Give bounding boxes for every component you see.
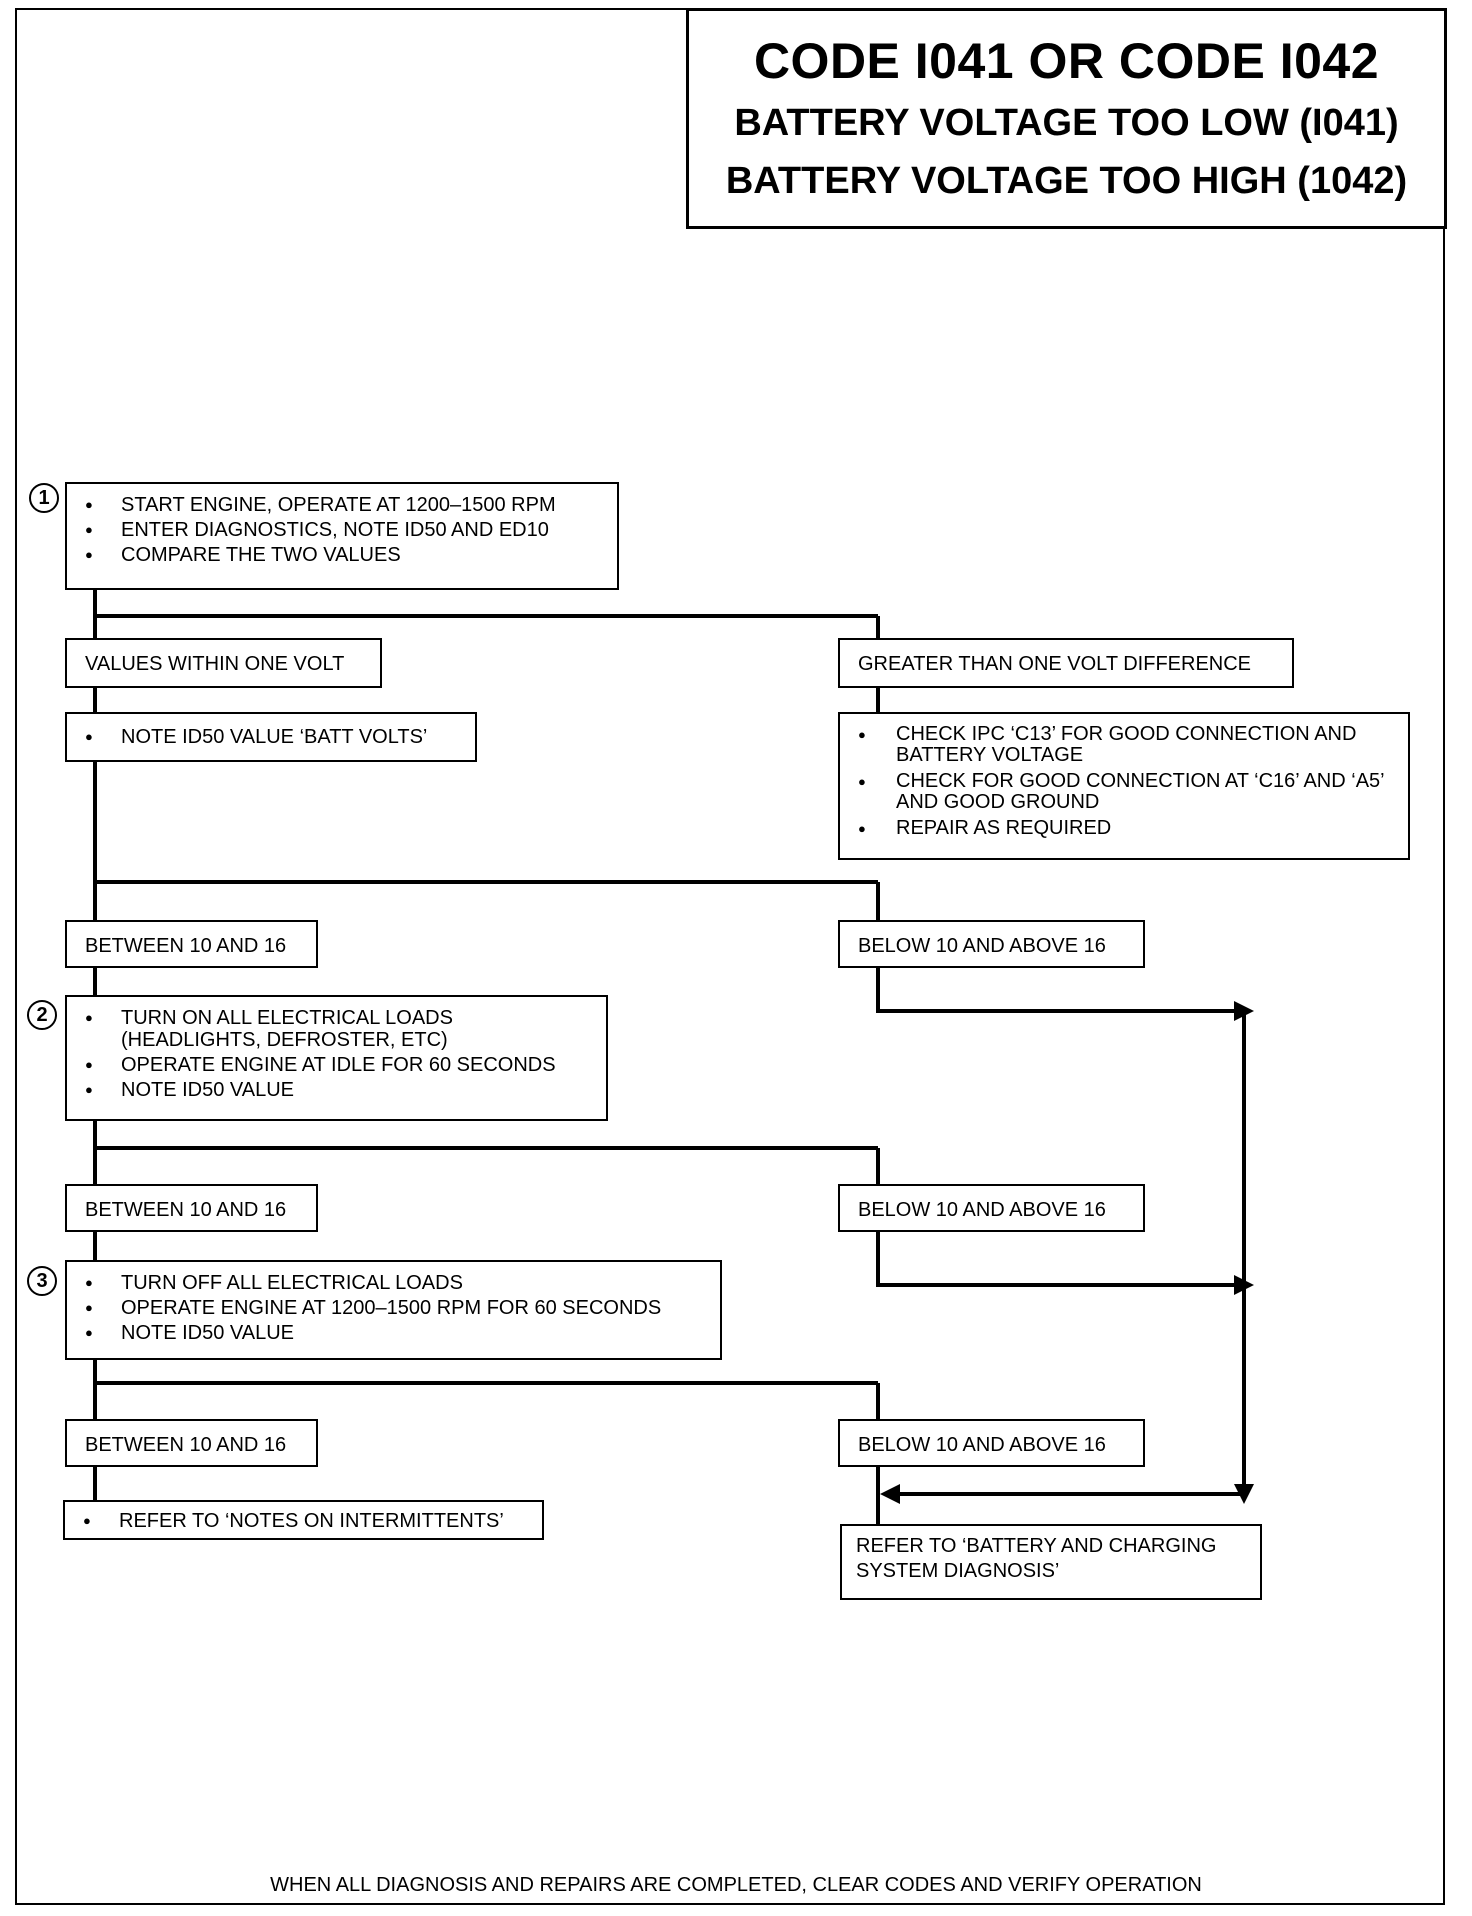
step-2-bullet-1: TURN ON ALL ELECTRICAL LOADS (HEADLIGHTS…: [85, 1007, 541, 1051]
below-10-above-16-label-1: BELOW 10 AND ABOVE 16: [838, 920, 1145, 968]
connector-path-3: [876, 1231, 1240, 1287]
between-10-16-label-3: BETWEEN 10 AND 16: [65, 1419, 318, 1467]
step-1-marker: 1: [29, 483, 59, 513]
refer-intermittents-box: REFER TO ‘NOTES ON INTERMITTENTS’: [63, 1500, 544, 1540]
check-connections-bullet-2: CHECK FOR GOOD CONNECTION AT ‘C16’ AND ‘…: [858, 771, 1396, 813]
note-batt-volts-box: NOTE ID50 VALUE ‘BATT VOLTS’: [65, 712, 477, 762]
refer-intermittents-text: REFER TO ‘NOTES ON INTERMITTENTS’: [83, 1510, 530, 1532]
step-3-marker: 3: [27, 1266, 57, 1296]
step-2-marker: 2: [27, 1000, 57, 1030]
between-10-16-label-2: BETWEEN 10 AND 16: [65, 1184, 318, 1232]
subtitle-high: BATTERY VOLTAGE TOO HIGH (1042): [725, 159, 1408, 202]
step-2-bullet-3: NOTE ID50 VALUE: [85, 1079, 594, 1101]
greater-than-one-volt-label: GREATER THAN ONE VOLT DIFFERENCE: [838, 638, 1294, 688]
step-2-box: TURN ON ALL ELECTRICAL LOADS (HEADLIGHTS…: [65, 995, 608, 1121]
title-block: CODE I041 OR CODE I042 BATTERY VOLTAGE T…: [686, 8, 1447, 229]
check-connections-bullet-3: REPAIR AS REQUIRED: [858, 818, 1396, 840]
arrowhead-return: [880, 1484, 900, 1504]
step-3-bullet-3: NOTE ID50 VALUE: [85, 1322, 708, 1344]
step-2-bullet-2: OPERATE ENGINE AT IDLE FOR 60 SECONDS: [85, 1054, 594, 1076]
step-1-bullet-2: ENTER DIAGNOSTICS, NOTE ID50 AND ED10: [85, 519, 605, 541]
subtitle-low: BATTERY VOLTAGE TOO LOW (I041): [734, 101, 1399, 144]
between-10-16-label-1: BETWEEN 10 AND 16: [65, 920, 318, 968]
step-1-bullet-1: START ENGINE, OPERATE AT 1200–1500 RPM: [85, 494, 605, 516]
below-10-above-16-label-2: BELOW 10 AND ABOVE 16: [838, 1184, 1145, 1232]
arrowhead-2: [1234, 1001, 1254, 1021]
arrowhead-3: [1234, 1275, 1254, 1295]
check-connections-bullet-1: CHECK IPC ‘C13’ FOR GOOD CONNECTION AND …: [858, 724, 1396, 766]
below-10-above-16-label-3: BELOW 10 AND ABOVE 16: [838, 1419, 1145, 1467]
arrowhead-collector: [1234, 1484, 1254, 1504]
check-connections-box: CHECK IPC ‘C13’ FOR GOOD CONNECTION AND …: [838, 712, 1410, 860]
step-3-bullet-2: OPERATE ENGINE AT 1200–1500 RPM FOR 60 S…: [85, 1297, 708, 1319]
connector-path-2: [876, 967, 1240, 1013]
step-3-box: TURN OFF ALL ELECTRICAL LOADS OPERATE EN…: [65, 1260, 722, 1360]
note-batt-volts-text: NOTE ID50 VALUE ‘BATT VOLTS’: [85, 726, 463, 748]
page-title: CODE I041 OR CODE I042: [753, 32, 1380, 89]
step-1-bullet-3: COMPARE THE TWO VALUES: [85, 544, 605, 566]
values-within-one-volt-label: VALUES WITHIN ONE VOLT: [65, 638, 382, 688]
step-3-bullet-1: TURN OFF ALL ELECTRICAL LOADS: [85, 1272, 708, 1294]
step-1-box: START ENGINE, OPERATE AT 1200–1500 RPM E…: [65, 482, 619, 590]
refer-charging-system-box: REFER TO ‘BATTERY AND CHARGING SYSTEM DI…: [840, 1524, 1262, 1600]
footer-note: WHEN ALL DIAGNOSIS AND REPAIRS ARE COMPL…: [270, 1874, 1202, 1896]
